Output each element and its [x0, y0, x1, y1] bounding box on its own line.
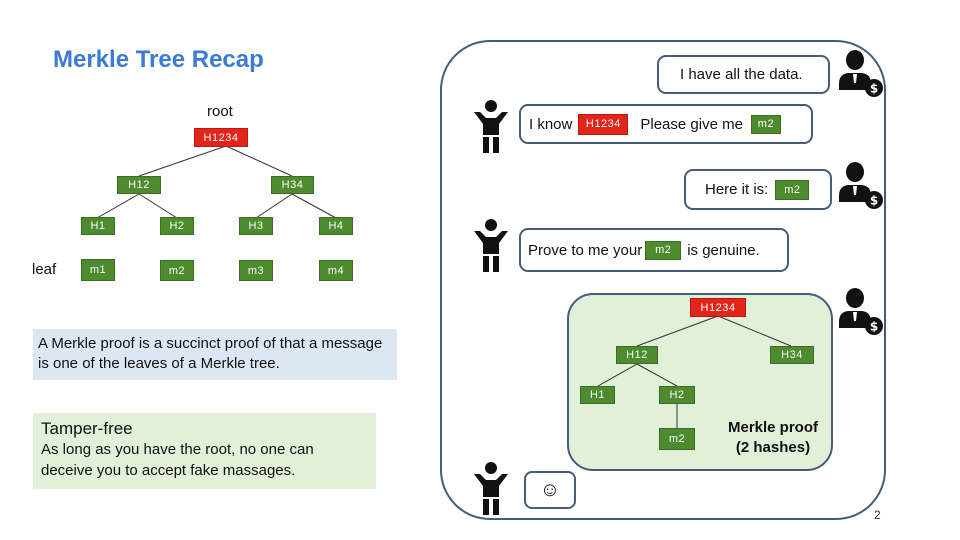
proof-node-h1: H1	[580, 386, 615, 404]
proof-node-h2: H2	[659, 386, 695, 404]
businessman-dollar-icon: $	[839, 288, 883, 335]
client-message-1-request: Please give me	[640, 115, 743, 133]
svg-text:$: $	[870, 320, 878, 334]
tree-leaf-m4: m4	[319, 260, 353, 281]
tree-node-h2: H2	[160, 217, 194, 235]
client-message-1-msg: m2	[750, 114, 781, 134]
tamper-free-title: Tamper-free	[41, 419, 133, 438]
client-message-2-suffix: is genuine.	[687, 241, 760, 259]
client-message-1-prefix: I know	[529, 115, 573, 133]
succinct-note: A Merkle proof is a succinct proof of th…	[33, 329, 397, 380]
tamper-free-body: As long as you have the root, no one can…	[41, 441, 314, 479]
person-icon	[474, 219, 508, 272]
page-number: 2	[874, 508, 881, 522]
server-message-1: I have all the data.	[680, 66, 803, 83]
root-label: root	[207, 103, 233, 120]
tree-leaf-m2: m2	[160, 260, 194, 281]
proof-node-h12: H12	[616, 346, 658, 364]
server-bubble-1: I have all the data.	[657, 55, 830, 94]
tree-node-h34: H34	[271, 176, 314, 194]
person-icon	[474, 100, 508, 153]
merkle-proof-label-line1: Merkle proof	[727, 419, 818, 436]
client-bubble-2: Prove to me your m2 is genuine.	[519, 228, 789, 272]
client-message-1-hash: H1234	[578, 113, 629, 135]
tree-node-h1: H1	[81, 217, 115, 235]
page-title: Merkle Tree Recap	[53, 46, 264, 73]
svg-text:$: $	[870, 82, 878, 96]
tree-root-node: H1234	[194, 128, 248, 147]
tree-node-h3: H3	[239, 217, 273, 235]
smiley-bubble: ☺	[524, 471, 576, 509]
client-message-2-msg: m2	[645, 240, 682, 260]
businessman-dollar-icon: $	[839, 50, 883, 97]
merkle-proof-label-line2: (2 hashes)	[735, 439, 811, 456]
businessman-dollar-icon: $	[839, 162, 883, 209]
server-bubble-2: Here it is: m2	[684, 169, 832, 210]
server-message-2-msg: m2	[775, 179, 810, 200]
client-bubble-1: I know H1234 Please give me m2	[519, 104, 813, 144]
proof-node-h34: H34	[770, 346, 814, 364]
proof-root-node: H1234	[690, 298, 746, 317]
server-message-2-prefix: Here it is:	[705, 181, 769, 198]
tamper-free-note: Tamper-free As long as you have the root…	[33, 413, 376, 489]
tree-leaf-m1: m1	[81, 259, 115, 281]
merkle-proof-label: Merkle proof (2 hashes)	[720, 418, 826, 458]
tree-leaf-m3: m3	[239, 260, 273, 281]
tree-node-h12: H12	[117, 176, 161, 194]
tree-node-h4: H4	[319, 217, 353, 235]
person-icon	[474, 462, 508, 515]
proof-leaf-m2: m2	[659, 428, 695, 450]
svg-text:$: $	[870, 194, 878, 208]
smiley-icon: ☺	[539, 478, 561, 501]
leaf-label: leaf	[32, 261, 57, 278]
client-message-2-prefix: Prove to me your	[528, 241, 643, 259]
